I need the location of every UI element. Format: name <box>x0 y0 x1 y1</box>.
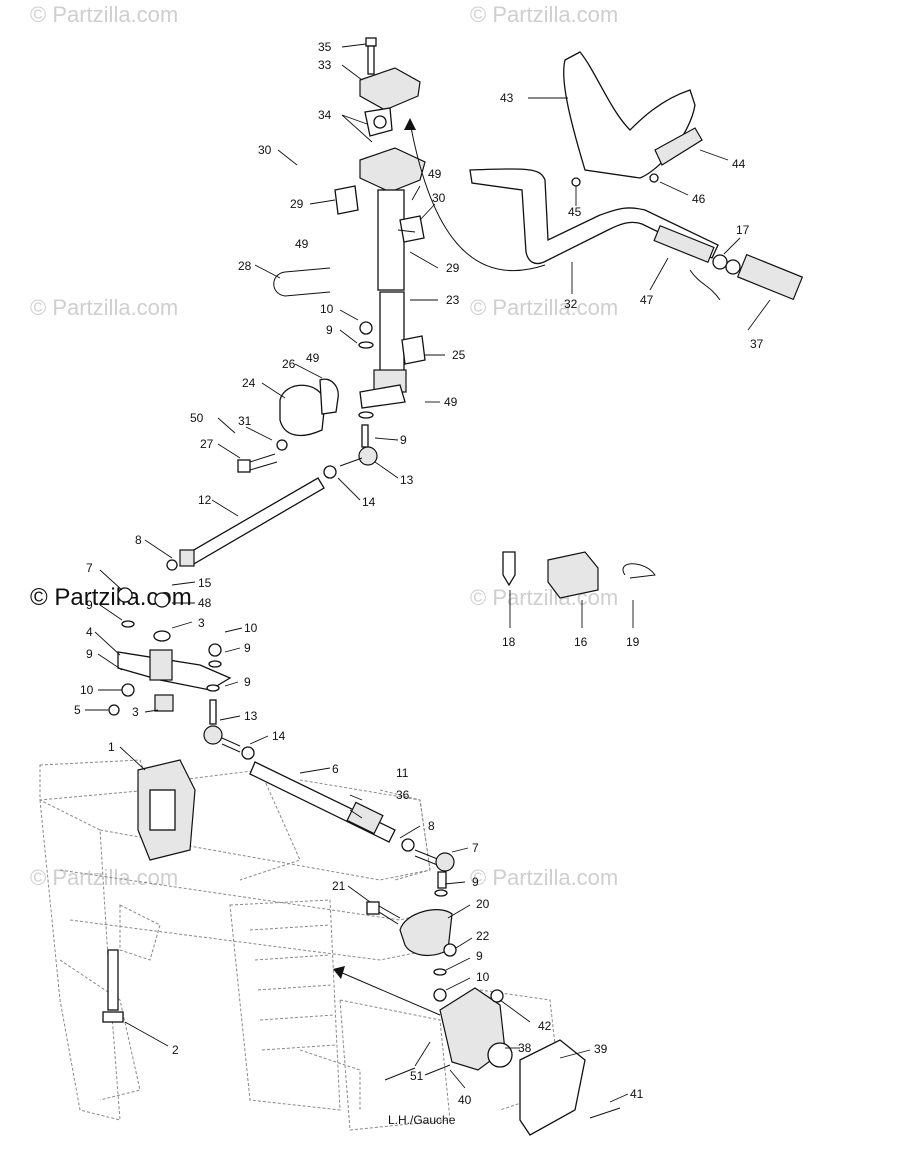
callout-leaders <box>85 43 771 1103</box>
callout-label: 23 <box>446 293 460 307</box>
callout-label: 11 <box>396 766 409 780</box>
callout-label: 39 <box>594 1042 608 1056</box>
callout-label: 10 <box>320 302 334 316</box>
callout-labels: 35 33 34 30 29 49 30 49 29 28 23 10 9 25… <box>74 40 764 1107</box>
side-label: L.H./Gauche <box>388 1113 456 1127</box>
callout-label: 9 <box>86 598 93 612</box>
callout-label: 2 <box>172 1043 179 1057</box>
callout-label: 31 <box>238 414 252 428</box>
callout-label: 8 <box>135 533 142 547</box>
chassis-frame <box>39 759 561 1131</box>
callout-label: 49 <box>306 351 320 365</box>
handlebar <box>404 51 804 301</box>
mount-arrow <box>333 966 441 1016</box>
callout-label: 6 <box>332 762 339 776</box>
callout-label: 7 <box>472 841 479 855</box>
callout-label: 12 <box>198 493 212 507</box>
callout-label: 36 <box>396 788 410 802</box>
callout-label: 26 <box>282 357 296 371</box>
callout-label: 29 <box>290 197 304 211</box>
callout-label: 10 <box>476 970 490 984</box>
callout-label: 34 <box>318 108 332 122</box>
callout-label: 29 <box>446 261 460 275</box>
callout-label: 37 <box>750 337 764 351</box>
callout-label: 32 <box>564 297 578 311</box>
callout-label: 14 <box>272 729 286 743</box>
callout-label: 15 <box>198 576 212 590</box>
callout-label: 9 <box>244 641 251 655</box>
callout-label: 1 <box>108 740 115 754</box>
callout-label: 13 <box>244 709 258 723</box>
watermark: © Partzilla.com <box>470 865 618 890</box>
callout-label: 38 <box>518 1041 532 1055</box>
callout-label: 7 <box>86 561 93 575</box>
callout-label: 27 <box>200 437 214 451</box>
small-parts <box>502 551 656 628</box>
callout-label: 9 <box>326 323 333 337</box>
watermarks: © Partzilla.com © Partzilla.com © Partzi… <box>30 2 618 890</box>
callout-label: 46 <box>692 192 706 206</box>
callout-label: 17 <box>736 223 750 237</box>
callout-label: 50 <box>190 411 204 425</box>
callout-label: 49 <box>428 167 442 181</box>
callout-label: 43 <box>500 91 514 105</box>
callout-label: 20 <box>476 897 490 911</box>
callout-label: 18 <box>502 635 516 649</box>
callout-label: 40 <box>458 1093 472 1107</box>
callout-label: 30 <box>432 191 446 205</box>
callout-label: 9 <box>472 875 479 889</box>
steering-column <box>102 37 621 1136</box>
callout-label: 49 <box>295 237 309 251</box>
callout-label: 25 <box>452 348 466 362</box>
callout-label: 33 <box>318 58 332 72</box>
callout-label: 10 <box>244 621 258 635</box>
callout-label: 9 <box>476 949 483 963</box>
callout-label: 28 <box>238 259 252 273</box>
watermark: © Partzilla.com <box>470 2 618 27</box>
callout-label: 51 <box>410 1069 424 1083</box>
callout-label: 13 <box>400 473 414 487</box>
watermark: © Partzilla.com <box>470 295 618 320</box>
callout-label: 9 <box>400 433 407 447</box>
callout-label: 3 <box>132 705 139 719</box>
callout-label: 16 <box>574 635 588 649</box>
watermark: © Partzilla.com <box>30 865 178 890</box>
callout-label: 10 <box>80 683 94 697</box>
watermark: © Partzilla.com <box>30 295 178 320</box>
callout-label: 45 <box>568 205 582 219</box>
callout-label: 4 <box>86 625 93 639</box>
callout-label: 14 <box>362 495 376 509</box>
callout-label: 8 <box>428 819 435 833</box>
watermark: © Partzilla.com <box>30 2 178 27</box>
callout-label: 9 <box>244 675 251 689</box>
callout-label: 3 <box>198 616 205 630</box>
callout-label: 44 <box>732 157 746 171</box>
callout-label: 47 <box>640 293 654 307</box>
callout-label: 41 <box>630 1087 644 1101</box>
callout-label: 30 <box>258 143 272 157</box>
callout-label: 49 <box>444 395 458 409</box>
callout-label: 24 <box>242 376 256 390</box>
callout-label: 22 <box>476 929 490 943</box>
callout-label: 48 <box>198 596 212 610</box>
callout-label: 21 <box>332 879 346 893</box>
callout-label: 9 <box>86 647 93 661</box>
callout-label: 42 <box>538 1019 552 1033</box>
callout-label: 19 <box>626 635 640 649</box>
callout-label: 5 <box>74 703 81 717</box>
callout-label: 35 <box>318 40 332 54</box>
